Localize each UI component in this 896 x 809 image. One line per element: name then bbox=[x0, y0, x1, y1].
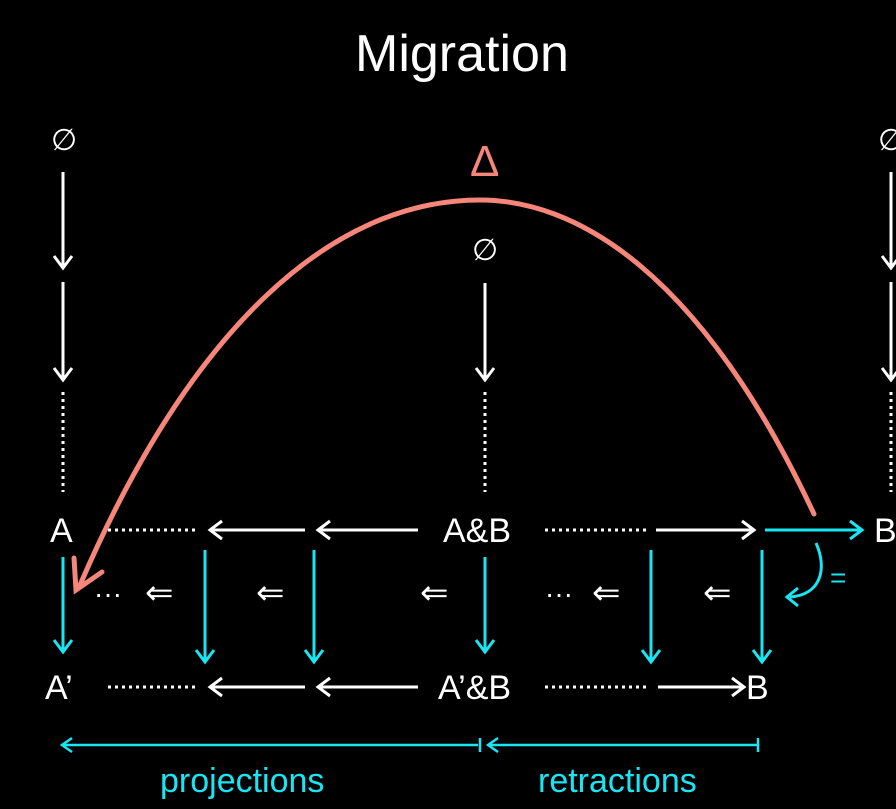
right-column-arrows bbox=[880, 172, 896, 492]
empty-set-right: ∅ bbox=[878, 124, 896, 157]
page-title: Migration bbox=[355, 25, 569, 83]
brackets bbox=[59, 736, 760, 754]
top-arrow-right-head bbox=[741, 519, 757, 541]
bottom-arrow-left-1-head bbox=[207, 676, 223, 698]
cyan-vertical-arrows bbox=[52, 542, 823, 665]
dots-right: ··· bbox=[545, 578, 573, 609]
node-b-bottom: B bbox=[746, 669, 769, 707]
left-arrow-2-head bbox=[52, 367, 74, 383]
middle-arrow-1-head bbox=[474, 367, 496, 383]
left-arrow-1-head bbox=[52, 255, 74, 271]
delta-arc bbox=[71, 197, 817, 595]
top-row-cyan-arrow bbox=[765, 519, 865, 541]
right-arrow-1-head bbox=[880, 255, 896, 271]
left-column-arrows bbox=[52, 172, 74, 492]
empty-set-left: ∅ bbox=[51, 124, 78, 157]
top-arrow-left-1-head bbox=[207, 519, 223, 541]
double-arrow-5: ⇐ bbox=[703, 574, 732, 612]
delta-arc-head bbox=[71, 555, 105, 595]
bottom-row-arrows bbox=[108, 676, 747, 698]
double-arrow-2: ⇐ bbox=[256, 574, 285, 612]
top-row-arrows bbox=[108, 519, 757, 541]
bottom-arrow-right-head bbox=[731, 676, 747, 698]
node-a-prime-and-b: A’&B bbox=[438, 669, 512, 707]
node-a: A bbox=[50, 512, 73, 550]
right-arrow-2-head bbox=[880, 367, 896, 383]
bottom-arrow-left-2-head bbox=[315, 676, 331, 698]
retractions-label: retractions bbox=[538, 762, 697, 800]
empty-set-middle: ∅ bbox=[472, 234, 499, 267]
node-a-prime: A’ bbox=[45, 669, 73, 707]
equality-curve-arrow bbox=[789, 542, 823, 599]
node-a-and-b: A&B bbox=[443, 512, 512, 550]
equals-label: = bbox=[830, 562, 847, 593]
double-arrow-4: ⇐ bbox=[592, 574, 621, 612]
node-b-top: B bbox=[874, 512, 896, 550]
delta-label: Δ bbox=[470, 137, 500, 186]
double-arrow-1: ⇐ bbox=[145, 574, 174, 612]
projections-label: projections bbox=[160, 762, 325, 800]
delta-arc-path bbox=[77, 197, 817, 588]
top-arrow-left-2-head bbox=[315, 519, 331, 541]
cyan-arrow-to-b-head bbox=[849, 519, 865, 541]
dots-left: ··· bbox=[94, 578, 122, 609]
double-arrow-3: ⇐ bbox=[420, 574, 449, 612]
middle-column-arrows bbox=[474, 283, 496, 492]
